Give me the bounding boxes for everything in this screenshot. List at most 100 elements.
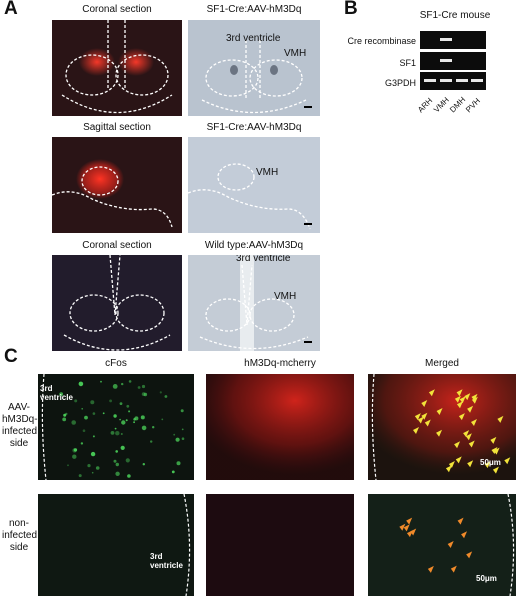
- a-row2-fluorescence-image: [52, 137, 182, 233]
- cfos-positive-cell: [113, 414, 117, 418]
- cfos-positive-cell: [90, 400, 95, 405]
- cfos-positive-cell: [92, 435, 95, 438]
- b-gel-sf1: [420, 52, 486, 70]
- cfos-positive-cell: [81, 408, 83, 410]
- arrowhead-marker: [414, 413, 421, 421]
- cfos-positive-cell: [90, 451, 96, 457]
- a-row2-left-caption: Sagittal section: [83, 122, 151, 133]
- cfos-positive-cell: [79, 381, 81, 384]
- arrowhead-marker: [465, 433, 472, 441]
- cfos-positive-cell: [181, 437, 185, 440]
- arrowhead-marker: [504, 457, 511, 465]
- b-lane-dmh: DMH: [448, 95, 468, 115]
- c-merged-noninfected-image: 50μm: [368, 494, 516, 596]
- a-row3-brightfield-image: 3rd ventricle VMH: [188, 255, 320, 351]
- arrowhead-marker: [447, 540, 454, 548]
- c-hm3dq-noninfected-image: [206, 494, 354, 596]
- a-row3-fluorescence-image: [52, 255, 182, 351]
- cfos-positive-cell: [133, 421, 135, 424]
- arrowhead-marker: [463, 430, 470, 438]
- cfos-positive-cell: [91, 471, 94, 474]
- cfos-positive-cell: [109, 399, 112, 403]
- c-hm3dq-infected-image: [206, 374, 354, 480]
- b-gel-cre: [420, 31, 486, 49]
- cfos-positive-cell: [73, 448, 78, 452]
- cfos-positive-cell: [161, 418, 164, 421]
- cfos-positive-cell: [95, 466, 100, 470]
- cfos-positive-cell: [142, 463, 145, 466]
- cfos-positive-cell: [134, 416, 139, 421]
- cfos-positive-cell: [126, 404, 130, 408]
- a-row1-ventricle-label: 3rd ventricle: [226, 33, 281, 44]
- cfos-positive-cell: [140, 415, 145, 420]
- cfos-positive-cell: [74, 399, 78, 403]
- arrowhead-marker: [459, 396, 466, 404]
- cfos-positive-cell: [141, 392, 146, 396]
- cfos-positive-cell: [152, 426, 155, 429]
- a-row3-right-caption: Wild type:AAV-hM3Dq: [204, 240, 304, 251]
- cfos-positive-cell: [115, 471, 120, 476]
- cfos-positive-cell: [150, 440, 153, 443]
- cfos-positive-cell: [72, 454, 77, 459]
- panel-b-letter: B: [344, 0, 358, 19]
- arrowhead-marker: [406, 530, 413, 538]
- cfos-positive-cell: [78, 474, 82, 478]
- panel-a-letter: A: [4, 0, 18, 19]
- cfos-positive-cell: [113, 459, 117, 463]
- b-gene-cre: Cre recombinase: [347, 36, 416, 46]
- a-row2-brightfield-image: VMH: [188, 137, 320, 233]
- arrowhead-marker: [421, 412, 428, 420]
- b-title: SF1-Cre mouse: [419, 10, 491, 21]
- cfos-positive-cell: [82, 429, 86, 432]
- a-row2-vmh-label: VMH: [256, 167, 279, 178]
- c-header-hm3dq: hM3Dq-mcherry: [244, 358, 316, 369]
- b-lane-vmh: VMH: [432, 95, 451, 115]
- arrowhead-marker: [428, 389, 435, 397]
- panel-c-letter: C: [4, 346, 18, 367]
- arrowhead-marker: [490, 436, 497, 444]
- cfos-positive-cell: [112, 384, 118, 389]
- cfos-positive-cell: [115, 431, 120, 436]
- arrowhead-marker: [427, 565, 434, 573]
- arrowhead-marker: [436, 429, 443, 437]
- b-lane-arh: ARH: [416, 96, 435, 115]
- arrowhead-marker: [466, 551, 473, 559]
- c-row-label-infected: AAV-hM3Dq-infected side: [2, 402, 38, 449]
- cfos-positive-cell: [78, 381, 84, 387]
- cfos-positive-cell: [119, 418, 121, 421]
- c-cfos-noninfected-ventricle-label: 3rd ventricle: [150, 552, 183, 570]
- arrowhead-marker: [456, 401, 463, 409]
- arrowhead-marker: [445, 465, 452, 473]
- cfos-positive-cell: [63, 413, 67, 417]
- c-merged-infected-image: 50μm: [368, 374, 516, 480]
- cfos-positive-cell: [173, 433, 176, 436]
- cfos-positive-cell: [180, 409, 184, 413]
- cfos-positive-cell: [119, 402, 123, 405]
- arrowhead-marker: [455, 456, 462, 464]
- cfos-positive-cell: [176, 461, 181, 466]
- cfos-positive-cell: [137, 386, 141, 389]
- cfos-positive-cell: [127, 474, 131, 478]
- cfos-positive-cell: [128, 410, 131, 413]
- cfos-positive-cell: [128, 380, 132, 383]
- cfos-positive-cell: [120, 433, 123, 435]
- a-row1-vmh-label: VMH: [284, 48, 307, 59]
- cfos-positive-cell: [102, 412, 105, 415]
- arrowhead-marker: [454, 441, 461, 449]
- arrowhead-marker: [410, 528, 417, 536]
- c-header-merged: Merged: [425, 358, 459, 369]
- arrowhead-marker: [461, 531, 468, 539]
- cfos-positive-cell: [87, 464, 91, 468]
- cfos-positive-cell: [171, 470, 175, 474]
- cfos-positive-cell: [159, 391, 162, 394]
- a-row1-brightfield-image: 3rd ventricle VMH: [188, 20, 320, 116]
- c-merged-infected-scalebar: 50μm: [480, 458, 501, 467]
- arrowhead-marker: [424, 419, 431, 427]
- c-cfos-noninfected-image: 3rd ventricle: [38, 494, 194, 596]
- arrowhead-marker: [484, 461, 491, 469]
- arrowhead-marker: [493, 447, 500, 455]
- cfos-positive-cell: [141, 384, 146, 389]
- c-cfos-infected-ventricle-label: 3rd ventricle: [40, 384, 73, 402]
- a-row1-fluorescence-image: [52, 20, 182, 116]
- arrowhead-marker: [406, 517, 413, 525]
